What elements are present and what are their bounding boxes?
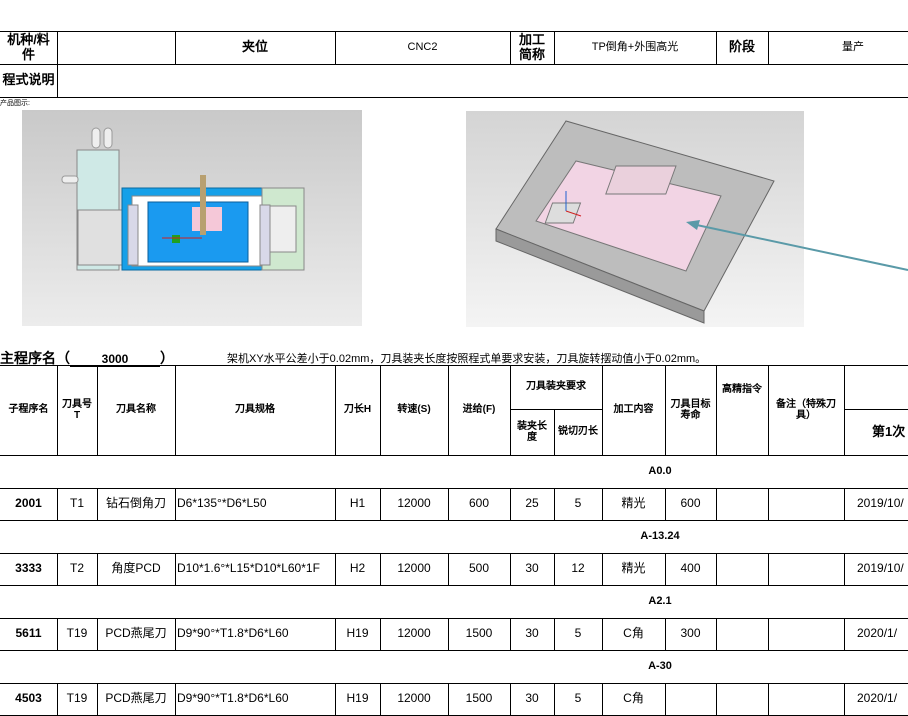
cell-s: 12000	[397, 496, 431, 511]
cell-s: 12000	[397, 561, 431, 576]
main-program-value[interactable]: 3000	[70, 352, 160, 367]
col-speed: 转速(S)	[397, 404, 431, 416]
cell-name: 角度PCD	[111, 561, 161, 576]
cell-spec: D9*90°*T1.8*D6*L60	[177, 691, 289, 706]
cell-hs[interactable]	[716, 683, 768, 715]
cell-hs[interactable]	[716, 488, 768, 520]
cell-content: 精光	[621, 496, 646, 511]
cell-f: 500	[468, 561, 490, 576]
col-content: 加工内容	[613, 404, 654, 416]
cell-s: 12000	[397, 626, 431, 641]
cell-cut: 5	[574, 691, 582, 706]
cell-f: 1500	[465, 691, 493, 706]
col-clamp-length: 装夹长度	[517, 420, 547, 444]
cell-date: 2020/1/	[857, 691, 898, 706]
position-label: 夹位	[241, 39, 268, 55]
cell-spec: D10*1.6°*L15*D10*L60*1F	[177, 561, 320, 576]
position-value[interactable]: CNC2	[407, 41, 438, 54]
col-tool-spec: 刀具规格	[235, 404, 275, 416]
cell-t: T2	[69, 561, 84, 576]
cell-content: 精光	[621, 561, 646, 576]
section-label: A0.0	[648, 465, 672, 478]
cell-spec: D6*135°*D6*L50	[177, 496, 267, 511]
process-label: 加工简称	[518, 31, 545, 62]
col-tool-name: 刀具名称	[116, 404, 156, 416]
main-program-label: 主程序名（3000）	[0, 348, 174, 368]
col-tool-length: 刀长H	[343, 404, 372, 416]
col-feed: 进给(F)	[462, 404, 496, 416]
cell-t: T19	[66, 626, 88, 641]
fixture-top-view-image	[22, 110, 362, 326]
cell-cut: 12	[571, 561, 585, 576]
callout-arrow-icon	[686, 220, 908, 271]
cell-remark[interactable]	[768, 683, 844, 715]
cell-life: 600	[680, 496, 701, 511]
cell-sub: 2001	[15, 496, 42, 511]
col-clamp-req: 刀具装夹要求	[526, 381, 586, 393]
program-desc-label: 程式说明	[2, 72, 55, 88]
cell-life: 300	[680, 626, 701, 641]
cell-t: T1	[69, 496, 84, 511]
cell-h: H19	[346, 691, 369, 706]
cell-content: C角	[623, 626, 644, 641]
main-program-close: ）	[160, 350, 174, 366]
cell-h: H19	[346, 626, 369, 641]
cell-date: 2019/10/	[857, 561, 904, 576]
cell-name: PCD燕尾刀	[105, 691, 167, 706]
section-label: A2.1	[648, 595, 672, 608]
col-tool-no: 刀具号T	[62, 398, 92, 422]
cell-clamp: 30	[525, 561, 539, 576]
cell-f: 600	[468, 496, 490, 511]
cell-f: 1500	[465, 626, 493, 641]
model-label: 机种/料件	[7, 31, 50, 62]
cell-hs[interactable]	[716, 553, 768, 585]
cell-remark[interactable]	[768, 488, 844, 520]
cell-date: 2020/1/	[857, 626, 898, 641]
cell-name: 钻石倒角刀	[105, 496, 166, 511]
cell-cut: 5	[574, 496, 582, 511]
cell-content: C角	[623, 691, 644, 706]
col-cut-length: 锐切刃长	[558, 426, 598, 438]
cell-sub: 5611	[15, 626, 42, 641]
col-remark: 备注（特殊刀具）	[776, 398, 836, 422]
cell-cut: 5	[574, 626, 582, 641]
product-caption: 产品图示:	[0, 100, 30, 107]
cell-clamp: 30	[525, 626, 539, 641]
cell-clamp: 25	[525, 496, 539, 511]
cell-t: T19	[66, 691, 88, 706]
col-sub-program: 子程序名	[8, 404, 49, 416]
process-value[interactable]: TP倒角+外围高光	[591, 41, 679, 54]
cell-name: PCD燕尾刀	[105, 626, 167, 641]
cell-life	[665, 683, 716, 715]
cell-spec: D9*90°*T1.8*D6*L60	[177, 626, 289, 641]
cell-sub: 4503	[15, 691, 42, 706]
section-label: A-13.24	[640, 530, 680, 543]
program-desc-value[interactable]	[57, 64, 908, 97]
cell-sub: 3333	[15, 561, 42, 576]
cell-s: 12000	[397, 691, 431, 706]
stage-value[interactable]: 量产	[842, 41, 864, 54]
fixture-isometric-view-image	[466, 111, 804, 327]
cell-date: 2019/10/	[857, 496, 904, 511]
model-value[interactable]	[57, 31, 175, 64]
cell-h: H1	[349, 496, 366, 511]
cell-remark[interactable]	[768, 553, 844, 585]
stage-label: 阶段	[728, 39, 755, 55]
col-first: 第1次	[872, 423, 906, 439]
main-program-label-text: 主程序名（	[0, 350, 70, 366]
cell-remark[interactable]	[768, 618, 844, 650]
section-label: A-30	[648, 660, 672, 673]
cell-clamp: 30	[525, 691, 539, 706]
col-life: 刀具目标寿命	[670, 398, 711, 422]
cell-h: H2	[349, 561, 366, 576]
col-hs-cmd: 高精指令	[722, 384, 762, 396]
cell-hs[interactable]	[716, 618, 768, 650]
main-program-note: 架机XY水平公差小于0.02mm，刀具装夹长度按照程式单要求安装，刀具旋转摆动值…	[227, 353, 707, 365]
cell-life: 400	[680, 561, 701, 576]
